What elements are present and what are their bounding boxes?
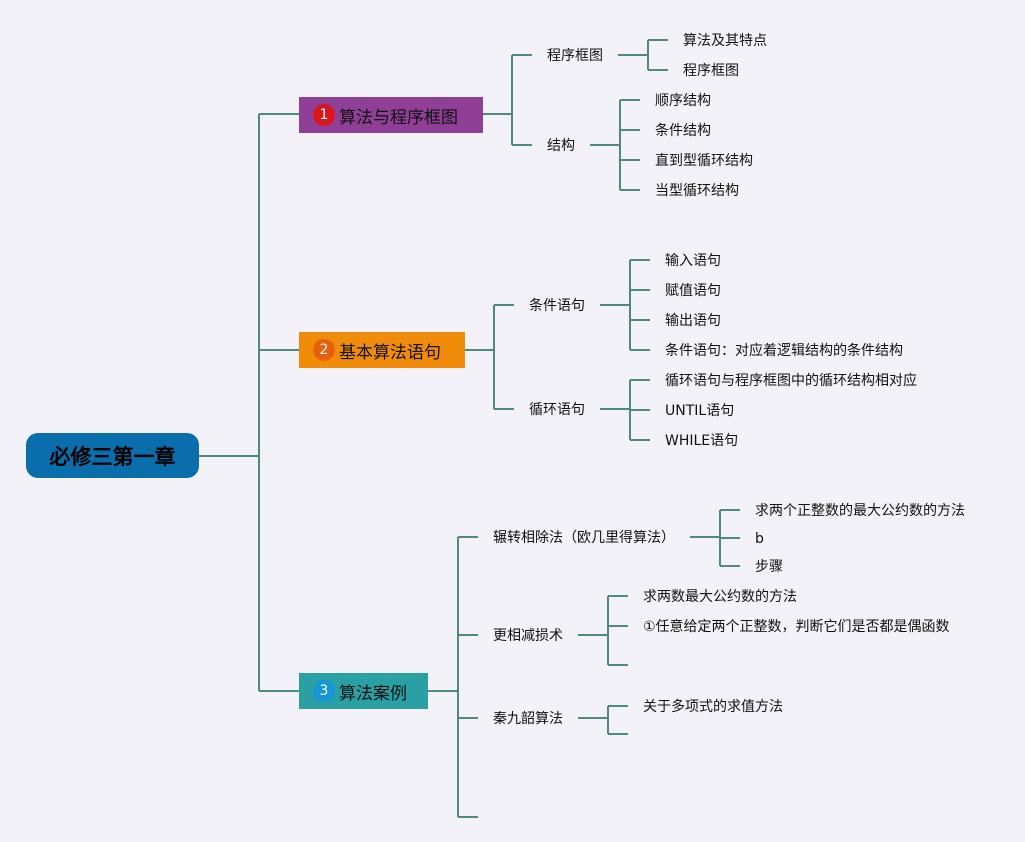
leaf-until-loop-structure[interactable]: 直到型循环结构 xyxy=(655,153,753,169)
leaf-flowchart[interactable]: 程序框图 xyxy=(683,63,739,79)
leaf-loop-statement-note[interactable]: 循环语句与程序框图中的循环结构相对应 xyxy=(665,373,917,389)
branch-3-topic[interactable]: 3 算法案例 xyxy=(299,673,428,709)
subtopic-euclidean-algorithm[interactable]: 辗转相除法（欧几里得算法） xyxy=(493,530,675,546)
leaf-until-statement[interactable]: UNTIL语句 xyxy=(665,403,735,419)
root-topic-label: 必修三第一章 xyxy=(49,444,176,469)
subtopic-structure[interactable]: 结构 xyxy=(547,138,575,154)
branch-1-label: 算法与程序框图 xyxy=(339,107,458,128)
subtopic-loop-statement[interactable]: 循环语句 xyxy=(529,402,585,418)
leaf-gcd-two-numbers[interactable]: 求两数最大公约数的方法 xyxy=(643,589,797,605)
branch-2-number-badge: 2 xyxy=(313,339,335,361)
leaf-even-check-step[interactable]: ①任意给定两个正整数，判断它们是否都是偶函数 xyxy=(643,619,950,635)
subtopic-subtraction-method[interactable]: 更相减损术 xyxy=(493,628,563,644)
leaf-polynomial-evaluation[interactable]: 关于多项式的求值方法 xyxy=(643,699,783,715)
branch-1-topic[interactable]: 1 算法与程序框图 xyxy=(299,97,483,133)
leaf-gcd-method[interactable]: 求两个正整数的最大公约数的方法 xyxy=(755,503,965,519)
leaf-sequential-structure[interactable]: 顺序结构 xyxy=(655,93,711,109)
leaf-while-loop-structure[interactable]: 当型循环结构 xyxy=(655,183,739,199)
leaf-algorithm-features[interactable]: 算法及其特点 xyxy=(683,33,767,49)
leaf-while-statement[interactable]: WHILE语句 xyxy=(665,433,739,449)
subtopic-conditional-statement[interactable]: 条件语句 xyxy=(529,298,585,314)
branch-3-number-badge: 3 xyxy=(313,680,335,702)
leaf-conditional-statement-note[interactable]: 条件语句：对应着逻辑结构的条件结构 xyxy=(665,343,903,359)
leaf-input-statement[interactable]: 输入语句 xyxy=(665,253,721,269)
leaf-steps[interactable]: 步骤 xyxy=(755,559,783,575)
subtopic-flowchart[interactable]: 程序框图 xyxy=(547,48,603,64)
leaf-output-statement[interactable]: 输出语句 xyxy=(665,313,721,329)
branch-2-topic[interactable]: 2 基本算法语句 xyxy=(299,332,465,368)
leaf-assignment-statement[interactable]: 赋值语句 xyxy=(665,283,721,299)
leaf-conditional-structure[interactable]: 条件结构 xyxy=(655,123,711,139)
subtopic-horner-algorithm[interactable]: 秦九韶算法 xyxy=(493,711,563,727)
branch-3-label: 算法案例 xyxy=(339,683,407,704)
branch-1-number-badge: 1 xyxy=(313,104,335,126)
branch-2-label: 基本算法语句 xyxy=(339,342,441,363)
leaf-b[interactable]: b xyxy=(755,531,764,547)
root-topic[interactable]: 必修三第一章 xyxy=(26,433,199,478)
